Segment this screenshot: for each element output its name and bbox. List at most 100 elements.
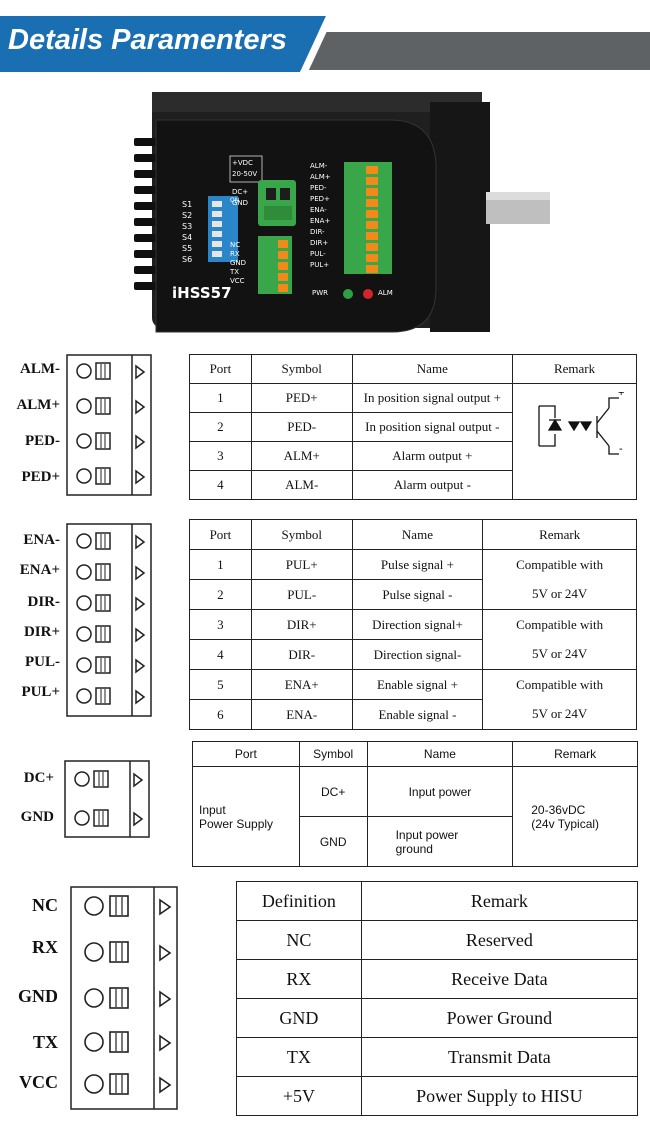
connector-pin-label: RX [32,937,58,957]
connector-pin-label: ENA- [23,532,60,548]
col-header: Definition [236,881,362,921]
col-header: Remark [482,519,637,550]
connector-pin-label: GND [18,986,58,1006]
cell-symbol: ALM+ [250,441,353,471]
cell-remark: Compatible with [482,609,637,640]
cell-port: 4 [189,639,252,670]
connector-pin-label: NC [32,895,58,915]
minus-label: - [619,443,623,455]
cell-symbol: DC+ [298,766,368,817]
signal-pin-label: ENA+ [310,217,330,225]
remark-line: (24v Typical) [531,816,600,831]
comm-pin-label: VCC [230,277,245,285]
dip-on-label: ON [230,197,239,204]
connector-pin-label: DC+ [23,770,54,786]
connector-pin-label: TX [32,1032,58,1052]
cell-remark: 5V or 24V [482,579,637,610]
cell-symbol: DIR+ [250,609,353,640]
switch-label: S1 [182,200,192,209]
switch-label: S4 [182,233,192,242]
cell-remark: Compatible with [482,549,637,580]
col-header: Name [366,741,514,767]
table-row: 4 ALM- Alarm output - [189,470,637,500]
col-header: Name [351,519,484,550]
col-header: Symbol [250,519,353,550]
col-header: Remark [360,881,639,921]
table-row: RX Receive Data [236,959,639,999]
table-row: 2 PED- In position signal output - [189,412,637,442]
signal-pin-label: DIR+ [310,239,328,247]
header-bar [300,32,650,70]
cell-remark: Receive Data [360,959,639,999]
cell-port: 5 [189,669,252,700]
signal-pin-label: ENA- [310,206,327,214]
cell-port: Input Power Supply [192,766,300,867]
cell-symbol: DIR- [250,639,353,670]
connector-pin-label: GND [20,809,54,825]
table-row: GND Input power ground [193,816,638,867]
cell-name: Alarm output + [351,441,514,471]
comm-pin-label: GND [230,259,246,267]
col-header: Port [189,519,252,550]
connector-pin-label: PED- [25,433,60,449]
signal-pin-label: ALM+ [310,173,331,181]
cell-symbol: ALM- [250,470,353,500]
table-row: 2 PUL- Pulse signal - 5V or 24V [189,579,637,610]
motor-driver-image: ON S1 S2 S3 S4 S5 S6 +VDC 20-50V DC+ GND… [134,92,550,333]
connector-pin-label: ALM- [20,361,60,377]
cell-remark: Transmit Data [360,1037,639,1077]
cell-port: 2 [189,579,252,610]
cell-symbol: ENA- [250,699,353,730]
cell-remark: Compatible with [482,669,637,700]
cell-definition: GND [236,998,362,1038]
table-row: 1 PED+ In position signal output + [189,383,637,471]
cell-definition: TX [236,1037,362,1077]
connector-4pin-icon [66,354,152,496]
cell-port: 6 [189,699,252,730]
connector-6pin-icon [66,523,152,717]
cell-remark: 5V or 24V [482,699,637,730]
comm-port-table: Definition Remark NC Reserved RX Receive… [236,881,639,1116]
cell-port: 1 [189,383,252,413]
plus-label: + [618,392,624,399]
comm-pin-label: TX [229,268,239,276]
table-row: 6 ENA- Enable signal - 5V or 24V [189,699,637,730]
pwr-label: PWR [312,289,328,297]
model-label: iHSS57 [172,284,232,302]
power-range-label: 20-50V [232,170,257,178]
col-header: Remark [512,741,638,767]
header-tab [0,16,334,72]
switch-label: S6 [182,255,192,264]
table-row: NC Reserved [236,920,639,960]
table-row: TX Transmit Data [236,1037,639,1077]
cell-symbol: PUL- [250,579,353,610]
cell-name: In position signal output - [351,412,514,442]
dc-plus-label: DC+ [232,188,248,196]
signal-pin-label: PUL- [310,250,326,258]
connector-pin-label: VCC [19,1072,58,1092]
connector-pin-label: DIR- [27,594,61,610]
switch-label: S5 [182,244,192,253]
port-line: Power Supply [199,816,274,831]
gnd-label: GND [232,199,248,207]
page-title: Details Paramenters [8,24,287,56]
power-label: +VDC [232,159,253,167]
connector-pin-label: PUL- [25,654,60,670]
cell-port: 3 [189,441,252,471]
table-row: 1 PUL+ Pulse signal + Compatible with [189,549,637,580]
cell-symbol: PED+ [250,383,353,413]
signal-pin-label: DIR- [310,228,325,236]
signal-pin-label: PUL+ [310,261,329,269]
connector-pin-label: PED+ [21,469,60,485]
cell-definition: NC [236,920,362,960]
remark-line: 20-36vDC [531,802,586,817]
cell-remark: 20-36vDC (24v Typical) [512,766,638,867]
connector-pin-label: PUL+ [21,684,60,700]
table-row: 5 ENA+ Enable signal + Compatible with [189,669,637,700]
cell-definition: RX [236,959,362,999]
comm-pin-label: NC [230,241,240,249]
table-row: GND Power Ground [236,998,639,1038]
connector-pin-label: ENA+ [19,562,60,578]
table-row: +5V Power Supply to HISU [236,1076,639,1116]
cell-port: 1 [189,549,252,580]
